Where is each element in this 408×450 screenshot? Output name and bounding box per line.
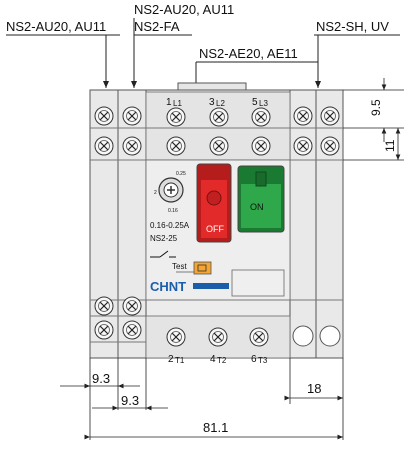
off-button[interactable]: OFF: [196, 163, 232, 243]
terminal-t3: T3: [258, 356, 268, 365]
test-button[interactable]: [193, 261, 212, 275]
terminal-2: 2: [168, 354, 174, 365]
terminal-l2: L2: [216, 99, 225, 108]
dimension-bottom: 9.3 9.3 18 81.1: [60, 358, 344, 440]
callout-top-line2: NS2-FA: [134, 19, 180, 34]
callout-right-text: NS2-SH, UV: [316, 19, 389, 34]
nameplate: [231, 269, 285, 297]
dim-9-5: 9.5: [369, 99, 383, 116]
terminal-l1: L1: [173, 99, 182, 108]
dial-left-label: 2: [154, 190, 157, 196]
callout-middle: NS2-AE20, AE11: [193, 46, 318, 128]
dim-11: 11: [383, 139, 397, 152]
aux-terminal-2: [319, 325, 341, 347]
brand-bar: [193, 283, 229, 289]
top-terminal-labels: 1 L1 3 L2 5 L3: [166, 97, 268, 108]
off-label: OFF: [206, 224, 224, 234]
callout-right: NS2-SH, UV: [314, 19, 400, 88]
dim-18: 18: [307, 381, 321, 396]
dim-81-1: 81.1: [203, 420, 228, 435]
aux-terminal-1: [292, 325, 314, 347]
current-dial: 0.25 0.16 2: [154, 171, 186, 214]
dim-9-3-first: 9.3: [92, 371, 110, 386]
terminal-6: 6: [251, 354, 257, 365]
brand-logo: CHNT: [150, 279, 186, 294]
terminal-5: 5: [252, 97, 258, 108]
on-label: ON: [250, 202, 264, 212]
terminal-t2: T2: [217, 356, 227, 365]
current-range-label: 0.16-0.25A: [150, 221, 190, 230]
switch-symbol-icon: [150, 250, 176, 258]
terminal-3: 3: [209, 97, 215, 108]
on-button[interactable]: ON: [237, 165, 285, 233]
terminal-t1: T1: [175, 356, 185, 365]
bottom-terminal-labels: 2 T1 4 T2 6 T3: [168, 354, 268, 365]
terminal-4: 4: [210, 354, 216, 365]
callout-top: NS2-AU20, AU11 NS2-FA: [131, 2, 234, 88]
callout-left: NS2-AU20, AU11: [6, 19, 120, 88]
callout-left-text: NS2-AU20, AU11: [6, 19, 106, 34]
callout-middle-text: NS2-AE20, AE11: [199, 46, 298, 61]
dial-bottom-label: 0.16: [168, 208, 178, 214]
dial-top-label: 0.25: [176, 171, 186, 177]
dimension-right: 9.5 11: [343, 78, 404, 161]
terminal-1: 1: [166, 97, 172, 108]
callout-top-line1: NS2-AU20, AU11: [134, 2, 234, 17]
screws: [94, 106, 340, 347]
terminal-l3: L3: [259, 99, 268, 108]
dim-9-3-second: 9.3: [121, 393, 139, 408]
test-label: Test: [172, 262, 187, 271]
model-label: NS2-25: [150, 234, 178, 243]
